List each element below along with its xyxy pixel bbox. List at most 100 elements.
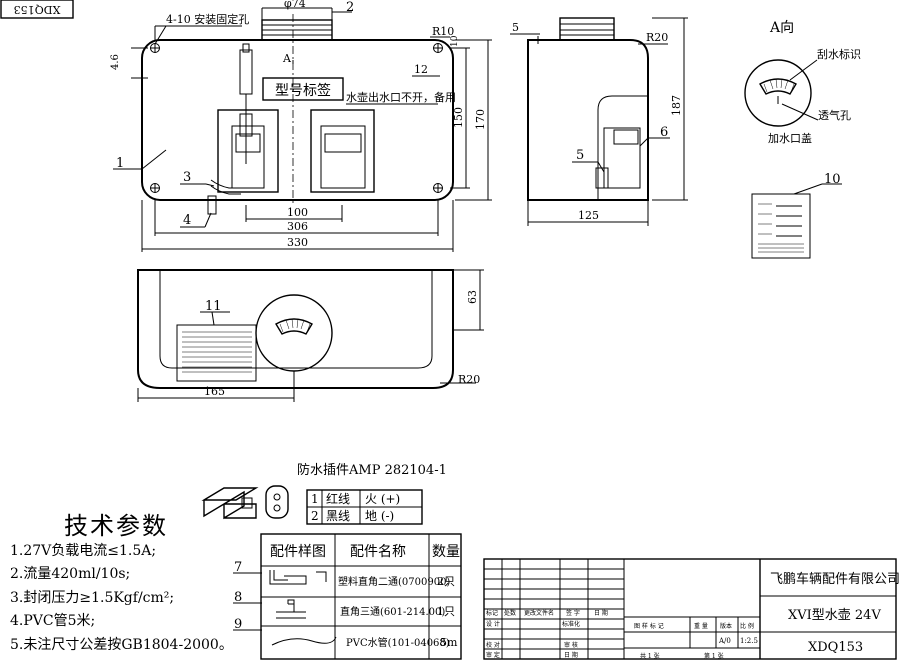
detail-a-view: A向 刮水标识 透气孔 加水口盖 [744,20,861,145]
side-dim-125: 125 [578,209,599,222]
tb-sheet-total: 共 1 张 [640,652,660,660]
tb-header-doc: 更改文件名 [524,609,554,617]
connector-title: 防水插件AMP 282104-1 [297,462,447,478]
tank-body-outline [141,39,454,201]
detail-a-cap [744,59,812,127]
callout-8: 8 [234,590,242,605]
part-9-name: PVC水管(101-04068) [346,636,450,649]
top-view-outline [137,269,454,389]
tech-param-item: 3.封闭压力≥1.5Kgf/cm²; [10,589,175,606]
connector-plug-icon [201,487,259,520]
top-view: 11 63 R20 165 [137,269,484,402]
callout-7: 7 [234,560,242,575]
callout-10: 10 [824,172,841,187]
tb-drawing-no: XDQ153 [808,640,863,655]
part-tee-icon [276,599,306,619]
wiper-mark-label: 刮水标识 [817,47,861,61]
outlet-note: 水壶出水口不开，备用 [346,90,456,104]
pin-2-wire: 黑线 [326,509,350,523]
pump-pocket-left [217,109,279,193]
side-body-outline [527,39,649,201]
tb-company: 飞鹏车辆配件有限公司 [770,571,900,587]
outlet-pipe [210,179,241,195]
tb-header-sign: 签 字 [566,609,580,617]
pin-1-wire: 红线 [326,491,350,506]
pump-pocket-right [310,109,375,193]
view-arrow-a: A [282,52,292,65]
dim-10: 10 [450,35,460,47]
dim-170: 170 [474,109,487,130]
tb-review: 审 核 [564,641,578,649]
pin-1-func: 火 (+) [365,492,400,506]
part-7-name: 塑料直角二通(0700900) [338,575,450,588]
pin-2-no: 2 [311,509,319,523]
model-label-box [262,77,344,101]
top-dim-63: 63 [466,290,479,304]
connector-face-icon [265,485,289,519]
part-7-qty: 2只 [437,575,455,588]
tb-stage: 图 样 标 记 [634,622,664,630]
tb-approve: 审 定 [486,651,500,659]
top-dim-165: 165 [204,385,225,398]
tb-version: 版本 [720,622,732,630]
tb-header-date: 日 期 [594,609,608,617]
dim-330: 330 [287,236,308,249]
tb-product: XVI型水壶 24V [788,608,881,623]
tb-header-count: 处数 [504,609,516,617]
parts-header-image: 配件样图 [270,544,326,560]
filler-cap-label: 加水口盖 [768,131,812,145]
part-8-qty: 1只 [437,605,455,618]
pump-connector [239,49,253,95]
dim-phi74: φ74 [284,0,306,10]
dim-12: 12 [414,63,428,76]
pin-1-no: 1 [311,492,319,506]
tb-weight: 重 量 [694,622,708,630]
callout-4: 4 [183,213,191,228]
mount-hole-label: 4-10 安装固定孔 [166,12,249,26]
tech-param-item: 1.27V负载电流≤1.5A; [10,543,157,559]
connector-section: 防水插件AMP 282104-1 1 红线 火 (+) 2 黑线 地 (-) [201,462,447,525]
tb-standard: 标准化 [562,620,580,628]
dim-4-6: 4.6 [110,54,121,70]
corner-drawing-number: XDQ153 [0,0,74,19]
callout-3: 3 [183,170,191,185]
tb-scale-label: 比 例 [740,622,754,630]
part-9-qty: 5m [440,636,458,649]
corner-drawing-number-text: XDQ153 [14,3,61,16]
front-view: 型号标签 A φ74 2 4-10 安装固定孔 [110,0,492,252]
part-elbow-icon [269,570,327,585]
pin-2-func: 地 (-) [365,509,394,523]
callout-9: 9 [234,617,242,632]
callout-1: 1 [116,156,124,171]
callout-5: 5 [576,148,584,163]
callout-6: 6 [660,125,668,140]
title-block: 标记 处数 更改文件名 签 字 日 期 设 计 标准化 校 对 审 核 审 定 … [483,558,900,660]
model-label-text: 型号标签 [275,82,331,99]
dim-306: 306 [287,220,308,233]
parts-table: 配件样图 配件名称 数量 塑料直角二通(0700900) 2只 直角三通(601… [233,533,462,660]
tech-param-item: 5.未注尺寸公差按GB1804-2000。 [10,636,233,653]
side-cap [559,17,615,41]
side-dim-187: 187 [670,95,683,116]
tb-design: 设 计 [486,620,500,628]
tech-params-title: 技术参数 [64,512,168,540]
tb-date: 日 期 [564,651,578,659]
tb-sheet-no: 第 1 张 [704,652,724,660]
tb-scale-value: 1:2.5 [740,637,758,645]
top-dim-r20: R20 [458,373,480,386]
tech-param-item: 4.PVC管5米; [10,613,96,630]
dim-100: 100 [287,206,308,219]
side-dim-5: 5 [512,21,519,34]
tb-version-value: A/0 [718,637,731,645]
label-plate: 10 [751,172,842,259]
vent-hole-label: 透气孔 [818,108,851,122]
warning-label [176,324,257,382]
callout-11: 11 [205,299,222,314]
top-cap-outer [255,294,333,372]
parts-header-qty: 数量 [432,544,460,560]
part-8-name: 直角三通(601-214.00) [340,605,445,618]
parts-header-name: 配件名称 [350,544,406,560]
tb-check: 校 对 [486,641,500,649]
detail-a-title: A向 [769,20,794,36]
part-hose-icon [271,636,337,646]
